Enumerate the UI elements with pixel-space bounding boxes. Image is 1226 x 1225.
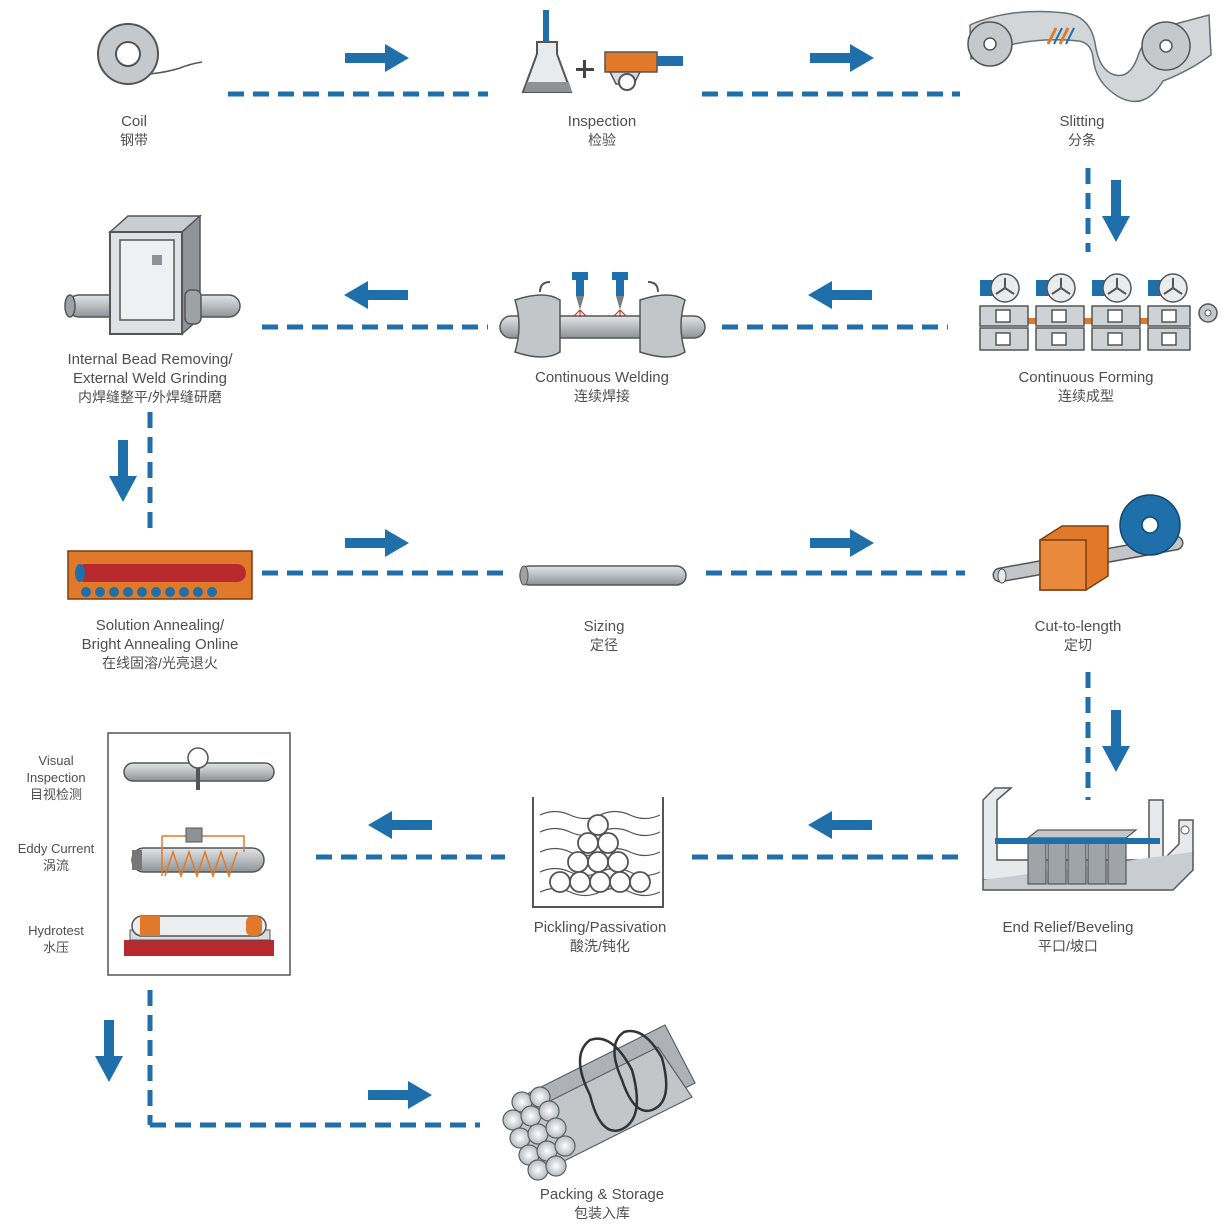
coil-icon	[97, 23, 203, 85]
pickling-tank-icon	[532, 797, 664, 908]
label-pickling: Pickling/Passivation 酸洗/钝化	[500, 918, 700, 955]
label-forming: Continuous Forming 连续成型	[986, 368, 1186, 405]
forming-mill-icon	[979, 273, 1218, 351]
label-hydro-en: Hydrotest	[28, 923, 84, 938]
label-beveling-zh: 平口/坡口	[1038, 938, 1098, 954]
label-inspection: Inspection 检验	[542, 112, 662, 149]
tube-bundle-icon	[502, 1024, 696, 1181]
label-forming-zh: 连续成型	[1058, 388, 1114, 404]
arrow-right-icon	[810, 44, 874, 72]
arrow-right-icon	[345, 44, 409, 72]
label-slitting-en: Slitting	[1059, 113, 1105, 130]
label-eddy-en: Eddy Current	[17, 841, 95, 856]
label-annealing-zh: 在线固溶/光亮退火	[102, 655, 218, 671]
label-coil-zh: 钢带	[120, 132, 148, 148]
label-pickling-zh: 酸洗/钝化	[570, 938, 630, 954]
label-welding-en: Continuous Welding	[535, 369, 669, 386]
label-visual-en2: Inspection	[26, 770, 86, 785]
arrow-left-icon	[344, 281, 408, 309]
arrow-left-icon	[808, 281, 872, 309]
label-coil-en: Coil	[121, 113, 147, 130]
hydrotest-icon	[124, 915, 274, 956]
arrow-right-icon	[810, 529, 874, 557]
label-sizing-en: Sizing	[583, 618, 625, 635]
label-sizing-zh: 定径	[590, 637, 618, 653]
arrow-right-icon	[345, 529, 409, 557]
label-slitting-zh: 分条	[1068, 132, 1096, 148]
annealing-furnace-icon	[67, 550, 253, 600]
label-packing-zh: 包装入库	[574, 1205, 630, 1221]
label-pickling-en: Pickling/Passivation	[533, 919, 667, 936]
label-packing: Packing & Storage 包装入库	[502, 1185, 702, 1222]
label-welding-zh: 连续焊接	[574, 388, 630, 404]
flow-lines	[147, 91, 1091, 1128]
label-annealing-en2: Bright Annealing Online	[81, 636, 239, 653]
slitting-icon	[967, 10, 1212, 103]
label-forming-en: Continuous Forming	[1018, 369, 1154, 386]
arrow-down-icon	[1102, 180, 1130, 242]
label-packing-en: Packing & Storage	[539, 1186, 665, 1203]
label-slitting: Slitting 分条	[1030, 112, 1134, 149]
label-annealing: Solution Annealing/ Bright Annealing Onl…	[45, 616, 275, 672]
label-beveling-en: End Relief/Beveling	[1002, 919, 1134, 936]
label-eddy-zh: 涡流	[42, 858, 69, 873]
label-hydrotest: Hydrotest 水压	[6, 922, 106, 956]
label-visual-zh: 目视检测	[29, 787, 82, 802]
arrow-left-icon	[368, 811, 432, 839]
welding-icon	[499, 272, 706, 358]
label-sizing: Sizing 定径	[554, 617, 654, 654]
plus-icon	[576, 60, 594, 78]
arrow-left-icon	[808, 811, 872, 839]
label-visual-inspection: Visual Inspection 目视检测	[6, 752, 106, 803]
arrow-right-icon	[368, 1081, 432, 1109]
tube-icon	[519, 565, 687, 586]
label-cut-zh: 定切	[1064, 637, 1092, 653]
label-hydro-zh: 水压	[42, 940, 69, 955]
label-coil: Coil 钢带	[84, 112, 184, 149]
label-bead-en2: External Weld Grinding	[73, 370, 227, 387]
label-welding: Continuous Welding 连续焊接	[502, 368, 702, 405]
visual-inspection-icon	[123, 747, 275, 790]
label-bead-en1: Internal Bead Removing/	[67, 351, 233, 368]
probe-icon	[604, 51, 683, 91]
arrow-down-icon	[109, 440, 137, 502]
label-inspection-en: Inspection	[567, 113, 637, 130]
label-cut-to-length: Cut-to-length 定切	[1008, 617, 1148, 654]
label-annealing-en1: Solution Annealing/	[95, 617, 225, 634]
label-visual-en1: Visual	[38, 753, 74, 768]
arrow-down-icon	[95, 1020, 123, 1082]
label-beveling: End Relief/Beveling 平口/坡口	[968, 918, 1168, 955]
eddy-current-icon	[131, 827, 265, 879]
beveling-machine-icon	[982, 787, 1194, 891]
arrow-down-icon	[1102, 710, 1130, 772]
label-cut-en: Cut-to-length	[1034, 618, 1122, 635]
bead-removal-icon	[64, 214, 241, 336]
flask-icon	[521, 10, 573, 93]
label-inspection-zh: 检验	[588, 132, 616, 148]
cutter-icon	[992, 494, 1184, 591]
label-bead-zh: 内焊缝整平/外焊缝研磨	[78, 389, 222, 405]
label-bead-removing: Internal Bead Removing/ External Weld Gr…	[30, 350, 270, 406]
label-eddy-current: Eddy Current 涡流	[4, 840, 108, 874]
